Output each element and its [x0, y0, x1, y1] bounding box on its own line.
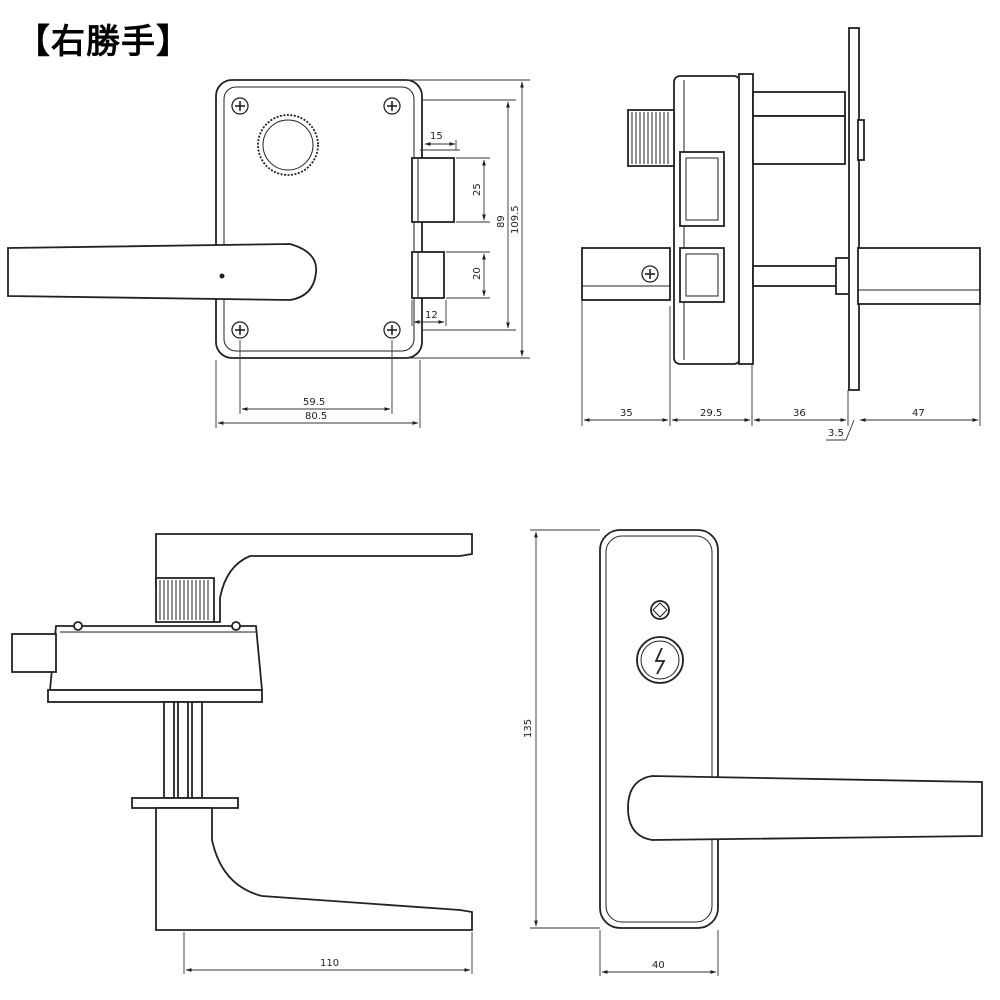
- dim-label: 3.5: [828, 428, 844, 439]
- screw-icon: [231, 321, 249, 339]
- top-view: 110: [11, 533, 473, 974]
- dim-label: 47: [912, 408, 925, 419]
- front-view: 15 25 20 89 109.5 12 59.5 80.5: [7, 79, 530, 428]
- screw-icon: [383, 97, 401, 115]
- dim-label: 89: [496, 215, 507, 228]
- dim-label: 110: [320, 958, 339, 969]
- dim-label: 35: [620, 408, 633, 419]
- dim-label: 20: [472, 267, 483, 280]
- dim-label: 59.5: [303, 397, 325, 408]
- lever-handle: [627, 775, 983, 841]
- dim-label: 109.5: [510, 205, 521, 234]
- dim-label: 36: [793, 408, 806, 419]
- lever-handle: [7, 243, 317, 301]
- dim-label: 135: [523, 719, 534, 738]
- dim-label: 12: [425, 310, 438, 321]
- dim-label: 25: [472, 183, 483, 196]
- screw-icon: [383, 321, 401, 339]
- lever-handle: [155, 807, 473, 931]
- emergency-release-icon: [650, 600, 670, 620]
- key-cylinder-icon: [636, 636, 684, 684]
- dim-label: 29.5: [700, 408, 722, 419]
- dim-label: 40: [652, 960, 665, 971]
- thumb-turn-icon: [257, 114, 319, 176]
- screw-icon: [641, 265, 659, 283]
- page-title: 【右勝手】: [16, 22, 191, 62]
- escutcheon-view: 135 40: [523, 529, 983, 976]
- side-view: 35 29.5 36 47 3.5: [581, 27, 981, 441]
- dim-label: 80.5: [305, 411, 327, 422]
- screw-icon: [231, 97, 249, 115]
- dim-label: 15: [430, 131, 443, 142]
